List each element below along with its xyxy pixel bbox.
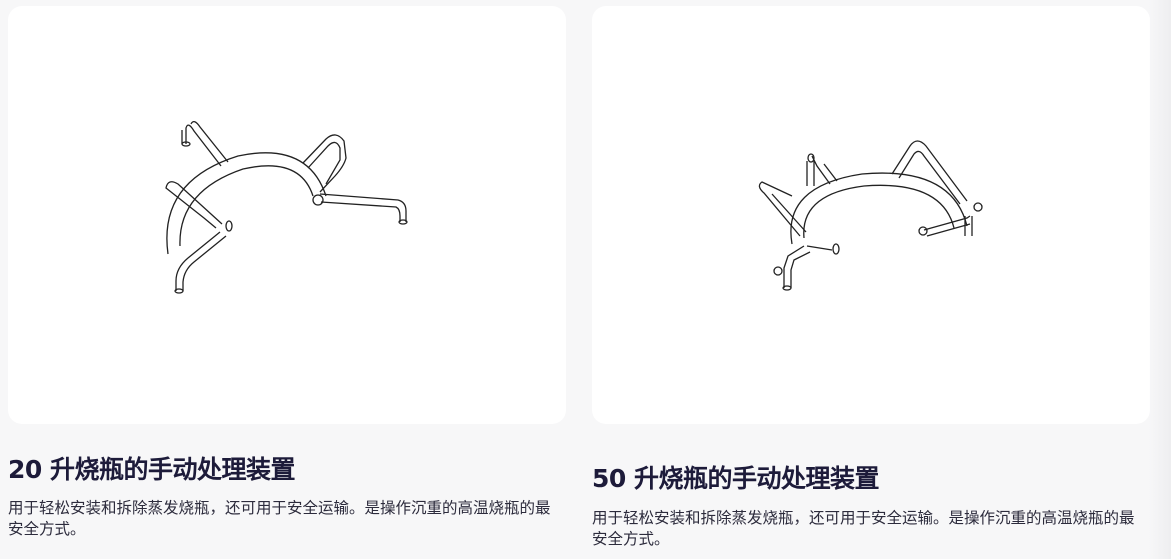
flask-handler-drawing-20l: [165, 120, 408, 294]
flask-handler-drawing-50l: [758, 140, 983, 291]
scroll-edge-fade: [1149, 0, 1171, 559]
product-image-50l[interactable]: [592, 6, 1150, 424]
product-title[interactable]: 50 升烧瓶的手动处理装置: [592, 464, 880, 493]
product-image-20l[interactable]: [8, 6, 566, 424]
product-description: 用于轻松安装和拆除蒸发烧瓶，还可用于安全运输。是操作沉重的高温烧瓶的最安全方式。: [592, 509, 1135, 548]
product-description: 用于轻松安装和拆除蒸发烧瓶，还可用于安全运输。是操作沉重的高温烧瓶的最安全方式。: [8, 499, 551, 538]
product-title[interactable]: 20 升烧瓶的手动处理装置: [8, 455, 296, 484]
